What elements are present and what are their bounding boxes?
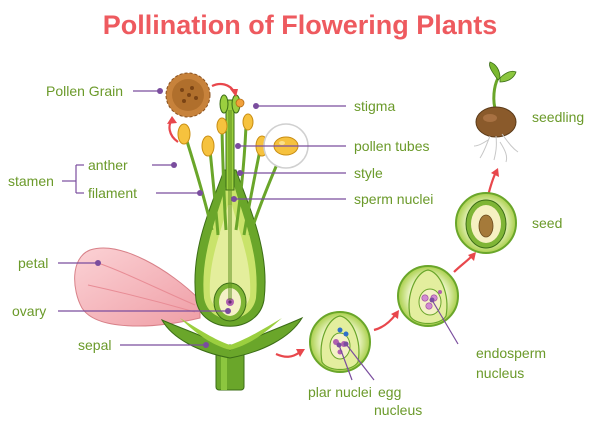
leader-lines — [58, 88, 459, 381]
label-filament: filament — [88, 185, 137, 201]
label-style: style — [354, 165, 383, 181]
label-seed: seed — [532, 215, 562, 231]
label-sepal: sepal — [78, 337, 111, 353]
label-egg-line1: egg — [378, 384, 401, 400]
anther-shape — [177, 123, 191, 145]
label-egg-line2: nucleus — [374, 402, 422, 418]
label-seedling: seedling — [532, 109, 584, 125]
label-anther: anther — [88, 157, 128, 173]
label-stigma: stigma — [354, 98, 395, 114]
process-arrows — [167, 82, 499, 358]
flower — [74, 94, 309, 391]
stigma-shape — [219, 94, 229, 114]
pollen-grain — [165, 72, 211, 118]
style-column — [225, 99, 235, 191]
label-pollen-grain: Pollen Grain — [46, 83, 123, 99]
petal-shape — [74, 247, 201, 327]
label-petal: petal — [18, 255, 48, 271]
seedling-illustration — [473, 61, 519, 163]
label-sperm-nuclei: sperm nuclei — [354, 191, 433, 207]
label-polar-nuclei: plar nuclei — [308, 384, 372, 400]
label-ovary: ovary — [12, 303, 46, 319]
seed-stage — [455, 192, 517, 254]
endosperm-stage — [397, 265, 459, 327]
label-endosperm-line2: nucleus — [476, 365, 524, 381]
label-endosperm-line1: endosperm — [476, 345, 546, 361]
label-stamen: stamen — [8, 173, 54, 189]
label-pollen-tubes: pollen tubes — [354, 138, 430, 154]
page-title: Pollination of Flowering Plants — [103, 10, 498, 40]
